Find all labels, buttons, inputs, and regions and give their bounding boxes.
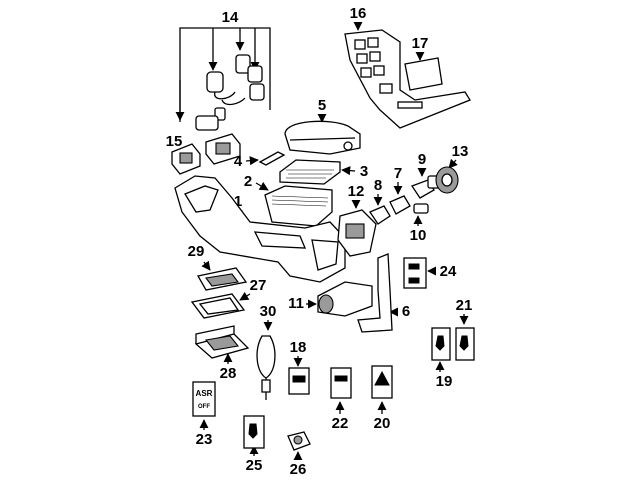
part-4-strip: 4 xyxy=(234,151,286,170)
callout-24: 24 xyxy=(440,263,457,280)
callout-16: 16 xyxy=(350,5,367,22)
part-11-ashtray: 11 xyxy=(288,281,373,317)
part-17-insert: 17 xyxy=(404,35,443,91)
callout-18: 18 xyxy=(290,339,307,356)
callout-3: 3 xyxy=(360,163,368,180)
callout-10: 10 xyxy=(410,227,427,244)
callout-26: 26 xyxy=(290,461,307,478)
part-2-tray: 2 xyxy=(244,173,333,227)
callout-19: 19 xyxy=(436,373,453,390)
asr-off-label: OFF xyxy=(198,404,210,410)
part-5-armrest-lid: 5 xyxy=(284,97,361,155)
callout-9: 9 xyxy=(418,151,426,168)
callout-11: 11 xyxy=(288,295,304,312)
callout-15: 15 xyxy=(166,133,183,150)
part-20-hazard-switch: 20 xyxy=(371,365,393,432)
part-24-switch: 24 xyxy=(403,257,457,289)
callout-12: 12 xyxy=(348,183,365,200)
part-29-bezel: 29 xyxy=(188,243,248,291)
callout-22: 22 xyxy=(332,415,349,432)
part-15-bezels: 15 xyxy=(166,133,241,175)
callout-20: 20 xyxy=(374,415,391,432)
part-16-trim-panel: 16 xyxy=(344,5,471,129)
callout-28: 28 xyxy=(220,365,237,382)
part-23-asr-switch: 23 ASR OFF xyxy=(192,381,216,448)
callout-21: 21 xyxy=(456,297,473,314)
part-26-switch: 26 xyxy=(287,431,311,478)
part-12-bezel: 12 xyxy=(337,183,377,257)
callout-13: 13 xyxy=(452,143,469,160)
callout-23: 23 xyxy=(196,431,213,448)
callout-8: 8 xyxy=(374,177,382,194)
callout-27: 27 xyxy=(250,277,267,294)
callout-25: 25 xyxy=(246,457,263,474)
part-30-shift-knob: 30 xyxy=(256,303,277,400)
part-6-bracket: 6 xyxy=(357,253,410,333)
callout-7: 7 xyxy=(394,165,402,182)
part-1-console: 1 xyxy=(174,175,346,283)
part-22-switch: 22 xyxy=(330,367,352,432)
callout-29: 29 xyxy=(188,243,205,260)
part-3-mat: 3 xyxy=(279,159,368,185)
part-13-knob: 13 xyxy=(435,143,469,194)
part-7: 7 xyxy=(389,165,411,215)
callout-4: 4 xyxy=(234,153,243,170)
bracket-14 xyxy=(179,27,271,122)
part-21-switch: 21 xyxy=(455,297,475,361)
part-14-switch-group: 14 xyxy=(175,9,271,131)
part-18-switch: 18 xyxy=(288,339,310,395)
callout-1: 1 xyxy=(234,193,242,210)
callout-17: 17 xyxy=(412,35,429,52)
part-10-bolt: 10 xyxy=(410,203,429,244)
callout-2: 2 xyxy=(244,173,252,190)
part-25-switch: 25 xyxy=(243,415,265,474)
part-27-plate: 27 xyxy=(190,277,267,319)
part-19-switch: 19 xyxy=(431,327,453,390)
part-8: 8 xyxy=(369,177,391,225)
callout-30: 30 xyxy=(260,303,277,320)
asr-label: ASR xyxy=(196,389,213,398)
part-28-housing: 28 xyxy=(194,325,250,382)
callout-14: 14 xyxy=(222,9,239,26)
callout-5: 5 xyxy=(318,97,326,114)
callout-6: 6 xyxy=(402,303,410,320)
